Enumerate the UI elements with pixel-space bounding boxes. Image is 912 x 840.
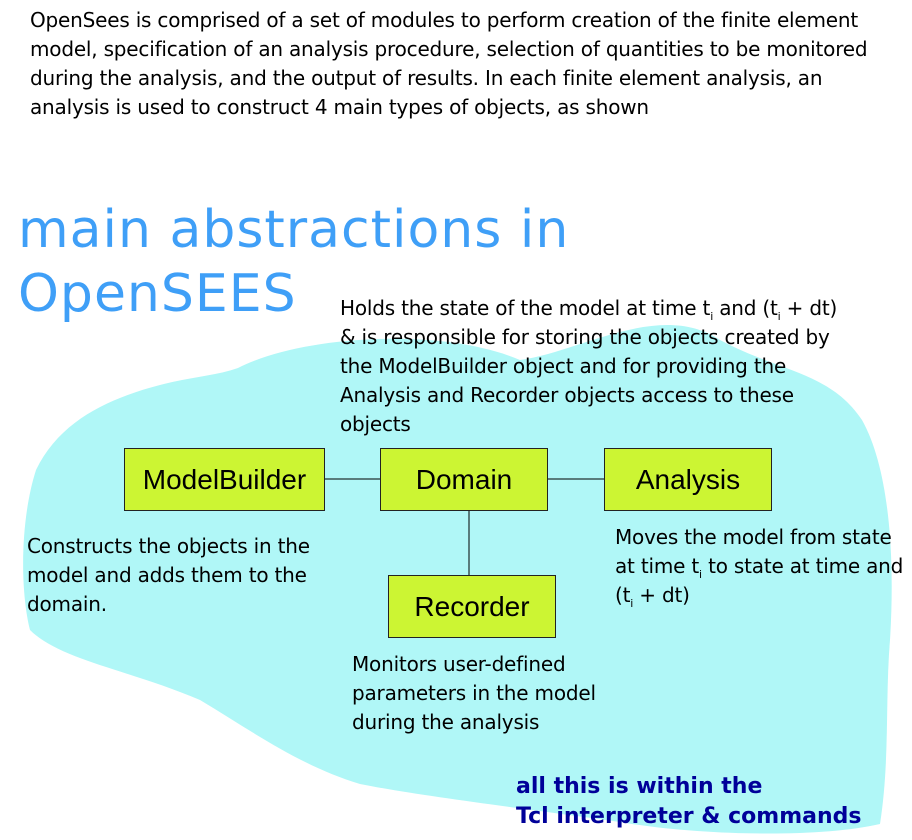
- domain-note-sub1: i: [710, 310, 714, 323]
- recorder-description: Monitors user-defined parameters in the …: [352, 652, 596, 734]
- modelbuilder-box: ModelBuilder: [124, 448, 325, 511]
- modelbuilder-description: Constructs the objects in the model and …: [27, 534, 310, 616]
- analysis-note-sub2: i: [630, 597, 634, 610]
- footer-line-1: all this is within the: [516, 774, 763, 799]
- domain-note-part2: and (t: [713, 296, 778, 320]
- analysis-note-part2: to state at time and (t: [615, 554, 904, 607]
- domain-box: Domain: [380, 448, 548, 511]
- analysis-note-part1: Moves the model from state at time t: [615, 525, 892, 578]
- footer-line-2: Tcl interpreter & commands: [516, 804, 862, 829]
- diagram-title: main abstractions in OpenSEES: [18, 198, 618, 326]
- title-line-2: OpenSEES: [18, 264, 297, 324]
- footer-note: all this is within the Tcl interpreter &…: [516, 772, 906, 832]
- analysis-note-part3: + dt): [633, 583, 690, 607]
- analysis-box: Analysis: [604, 448, 772, 511]
- recorder-box: Recorder: [388, 575, 556, 638]
- intro-paragraph: OpenSees is comprised of a set of module…: [30, 8, 868, 119]
- analysis-note-sub1: i: [699, 568, 702, 581]
- analysis-description: Moves the model from state at time ti to…: [615, 523, 912, 610]
- domain-note-part3: + dt) & is responsible for storing the o…: [340, 296, 838, 436]
- domain-note-part1: Holds the state of the model at time t: [340, 296, 711, 320]
- domain-description: Holds the state of the model at time ti …: [340, 294, 840, 439]
- domain-note-sub2: i: [777, 310, 781, 323]
- title-line-1: main abstractions in: [18, 200, 570, 260]
